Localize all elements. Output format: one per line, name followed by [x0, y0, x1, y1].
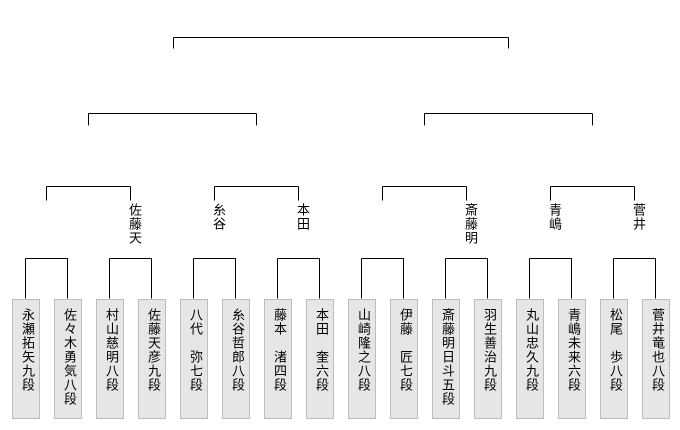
player-name: 丸山忠久九段: [523, 308, 538, 392]
player-name: 菅井竜也八段: [649, 308, 664, 392]
player-box: 羽生善治九段: [474, 299, 502, 419]
player-box: 八代 弥七段: [180, 299, 208, 419]
player-box: 松尾 歩八段: [600, 299, 628, 419]
player-name: 永瀬拓矢九段: [19, 308, 34, 392]
player-name: 佐藤天彦九段: [145, 308, 160, 392]
player-box: 糸谷哲郎八段: [222, 299, 250, 419]
player-name: 山崎隆之八段: [355, 308, 370, 392]
winner-label: 糸谷: [210, 203, 225, 231]
player-box: 佐々木勇気八段: [54, 299, 82, 419]
winner-label: 本田: [294, 203, 309, 231]
player-name: 糸谷哲郎八段: [229, 308, 244, 392]
player-box: 菅井竜也八段: [642, 299, 670, 419]
winner-label: 斎藤明: [462, 203, 477, 245]
winner-label: 青嶋: [546, 203, 561, 231]
player-box: 青嶋未来六段: [558, 299, 586, 419]
player-name: 松尾 歩八段: [607, 308, 622, 392]
player-name: 藤本 渚四段: [271, 308, 286, 392]
player-box: 永瀬拓矢九段: [12, 299, 40, 419]
player-box: 藤本 渚四段: [264, 299, 292, 419]
player-box: 村山慈明八段: [96, 299, 124, 419]
player-box: 斎藤明日斗五段: [432, 299, 460, 419]
player-box: 佐藤天彦九段: [138, 299, 166, 419]
player-box: 本田 奎六段: [306, 299, 334, 419]
player-name: 佐々木勇気八段: [61, 308, 76, 406]
player-name: 斎藤明日斗五段: [439, 308, 454, 406]
player-name: 八代 弥七段: [187, 308, 202, 392]
winner-label: 菅井: [630, 203, 645, 231]
winner-label: 佐藤天: [126, 203, 141, 245]
player-name: 羽生善治九段: [481, 308, 496, 392]
player-box: 伊藤 匠七段: [390, 299, 418, 419]
player-name: 本田 奎六段: [313, 308, 328, 392]
player-name: 村山慈明八段: [103, 308, 118, 392]
player-name: 伊藤 匠七段: [397, 308, 412, 392]
player-box: 丸山忠久九段: [516, 299, 544, 419]
player-name: 青嶋未来六段: [565, 308, 580, 392]
player-box: 山崎隆之八段: [348, 299, 376, 419]
